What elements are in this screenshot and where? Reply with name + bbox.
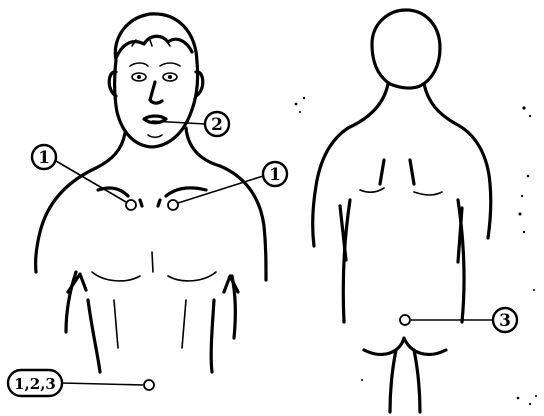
front-left-shoulder-arm <box>36 168 96 272</box>
back-right-scapula <box>410 160 414 184</box>
front-neck-left <box>96 133 125 168</box>
front-right-brow <box>160 63 180 66</box>
back-left-scapula <box>380 160 384 184</box>
back-right-leg <box>414 350 420 412</box>
point-left-clavicle[interactable] <box>126 200 136 210</box>
callout-legend-point[interactable]: 1,2,3 <box>8 370 154 396</box>
callout-label-legend: 1,2,3 <box>14 375 56 393</box>
back-figure <box>313 10 491 412</box>
callout-label-mouth: 2 <box>211 115 223 135</box>
back-buttocks <box>364 338 446 354</box>
front-nose <box>150 82 162 103</box>
callout-label-lower-back: 3 <box>499 311 511 331</box>
point-right-clavicle[interactable] <box>168 200 178 210</box>
front-hair <box>116 36 192 58</box>
front-left-torso <box>88 300 100 372</box>
front-right-pectoral <box>168 272 216 281</box>
front-right-torso <box>211 300 214 372</box>
back-left-leg <box>390 350 396 412</box>
front-right-clavicle <box>166 188 206 196</box>
callout-lower-back[interactable]: 3 <box>400 308 517 332</box>
callout-left-clavicle[interactable]: 1 <box>32 145 136 210</box>
back-neck-right <box>424 84 456 124</box>
front-left-brow <box>130 63 148 66</box>
point-lower-back[interactable] <box>400 315 410 325</box>
front-left-pectoral <box>92 272 140 281</box>
front-figure <box>36 14 266 372</box>
callout-label-left-clavicle: 1 <box>38 148 50 168</box>
callout-label-right-clavicle: 1 <box>269 165 281 185</box>
back-head-outline <box>372 10 440 88</box>
back-neck-left <box>348 84 388 128</box>
point-legend[interactable] <box>144 380 154 390</box>
